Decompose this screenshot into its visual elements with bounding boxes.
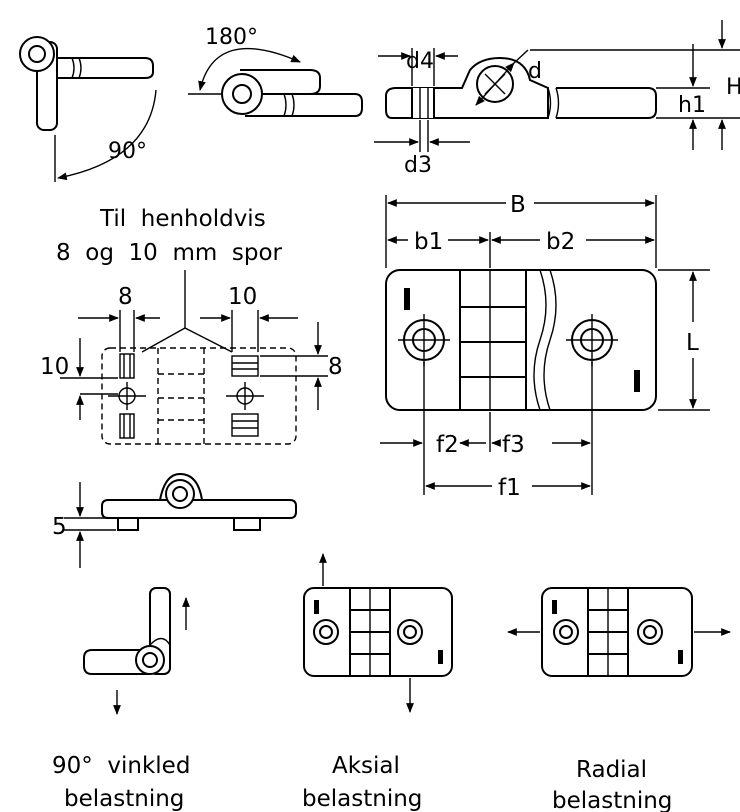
load-radial-diagram <box>507 587 731 677</box>
slot-caption-line2: 8 og 10 mm spor <box>56 240 283 266</box>
load-radial-label-line1: Radial <box>576 757 647 783</box>
dim-d3-label: d3 <box>404 153 432 178</box>
hinge-section-view: d4 d d3 h1 H <box>374 20 740 178</box>
dim-L-label: L <box>686 330 699 356</box>
dim-H-label: H <box>726 75 740 100</box>
dim-B-label: B <box>510 192 526 218</box>
dim-h1-label: h1 <box>678 93 706 118</box>
load-angled-diagram <box>83 587 190 715</box>
load-angled-label-line1: 90° vinkled <box>52 753 190 779</box>
hinge-plan-view: B b1 b2 L f2 f3 f1 <box>380 192 710 501</box>
angle-180-label: 180° <box>205 25 258 50</box>
load-axial-diagram <box>303 553 453 713</box>
load-angled-label-line2: belastning <box>64 786 184 812</box>
slot-width-right: 10 <box>228 284 257 310</box>
angle-90-label: 90° <box>108 139 147 164</box>
slot-plan-view: 8 10 10 8 <box>40 270 343 445</box>
slot-caption-line1: Til henholdvis <box>99 206 266 232</box>
hinge-180-degree-view: 180° <box>188 25 363 117</box>
dim-d4-label: d4 <box>406 49 434 74</box>
load-radial-label-line2: belastning <box>552 788 672 812</box>
dim-d-label: d <box>528 59 542 84</box>
slot-height-right: 8 <box>328 354 343 380</box>
load-axial-label-line1: Aksial <box>332 753 400 779</box>
dim-b2-label: b2 <box>546 229 575 255</box>
slot-profile-view: 5 <box>52 472 297 568</box>
dim-b1-label: b1 <box>414 229 443 255</box>
dim-f1-label: f1 <box>498 475 521 501</box>
slot-width-left: 8 <box>118 284 133 310</box>
slot-height-left: 10 <box>40 354 69 380</box>
slot-profile-height: 5 <box>52 514 67 540</box>
dim-f3-label: f3 <box>502 432 525 458</box>
dim-f2-label: f2 <box>436 432 459 458</box>
load-axial-label-line2: belastning <box>302 786 422 812</box>
hinge-90-degree-view: 90° <box>19 36 157 182</box>
